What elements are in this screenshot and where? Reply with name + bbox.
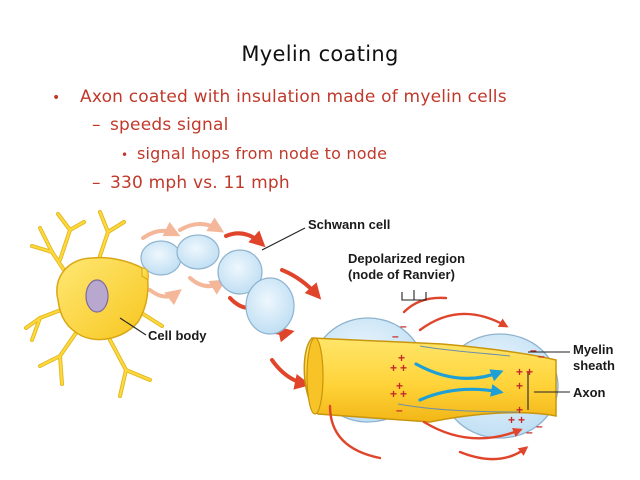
positive-charge: + (396, 379, 403, 393)
bullet-text: Axon coated with insulation made of myel… (80, 87, 507, 107)
nucleus (85, 279, 109, 313)
positive-charge: + (398, 351, 405, 365)
positive-charge: + (400, 361, 407, 375)
positive-charge: + (518, 413, 525, 427)
current-arrow (458, 446, 529, 461)
current-arrow (224, 230, 266, 248)
schwann-cell-leader (261, 227, 306, 251)
bullet-item: –330 mph vs. 11 mph (92, 173, 290, 193)
internal-current-arrows (414, 362, 504, 402)
bullet-item: • Axon coated with insulation made of mye… (52, 87, 507, 107)
myelin-segments (140, 234, 295, 335)
positive-charge: + (390, 387, 397, 401)
current-arrow (328, 404, 382, 460)
schwann-cell-segment (176, 234, 220, 270)
schwann-cell-segment (217, 249, 263, 295)
current-arrow (148, 288, 182, 306)
positive-charge: + (526, 365, 533, 379)
bullet-marker: – (92, 115, 101, 135)
negative-charge: – (396, 403, 403, 417)
negative-charge: – (392, 329, 399, 343)
current-arrow (270, 358, 311, 390)
cell-body-leader (119, 317, 147, 336)
node-of-ranvier-label: (node of Ranvier) (348, 267, 455, 282)
slide-title: Myelin coating (241, 42, 399, 66)
bullet-text: speeds signal (110, 115, 229, 135)
internal-current-arrow (414, 362, 504, 382)
myelin-sheath-label-line2: sheath (573, 358, 615, 373)
bullet-text: 330 mph vs. 11 mph (110, 173, 290, 193)
positive-charge: + (516, 403, 523, 417)
schwann-cell-segment (245, 277, 295, 335)
faded-current-arrows (141, 217, 227, 306)
current-arrow (188, 276, 227, 295)
current-arrow (178, 217, 225, 233)
current-arrow (280, 268, 322, 300)
depolarized-region-label: Depolarized region (348, 251, 465, 266)
bullet-list: • Axon coated with insulation made of mye… (0, 0, 640, 200)
negative-charge: – (526, 425, 533, 439)
current-arrow (141, 221, 181, 240)
axon-core (303, 337, 557, 423)
positive-charge: + (516, 379, 523, 393)
current-arrow (418, 312, 509, 332)
bullet-marker: – (92, 173, 101, 193)
negative-charge: – (400, 319, 407, 333)
positive-charge: + (390, 361, 397, 375)
schwann-cell-label: Schwann cell (308, 217, 390, 232)
negative-charge: – (538, 349, 545, 363)
current-arrow (422, 420, 523, 440)
myelin-sheath-label: Myelin (573, 342, 614, 357)
positive-charge: + (508, 413, 515, 427)
internal-current-arrow (418, 384, 504, 402)
bullet-text: signal hops from node to node (137, 144, 388, 163)
axon-label: Axon (573, 385, 606, 400)
bullet-item: –speeds signal (92, 115, 229, 135)
positive-charge: + (516, 365, 523, 379)
negative-charge: – (530, 343, 537, 357)
charge-signs: – – + + + + + + – – – + + + + + + – – (390, 319, 545, 439)
negative-charge: – (536, 419, 543, 433)
cell-body-label: Cell body (148, 328, 207, 343)
bullet-item: • signal hops from node to node (121, 144, 387, 163)
positive-charge: + (400, 387, 407, 401)
bullet-marker: • (52, 90, 61, 106)
bullet-marker: • (121, 148, 129, 162)
